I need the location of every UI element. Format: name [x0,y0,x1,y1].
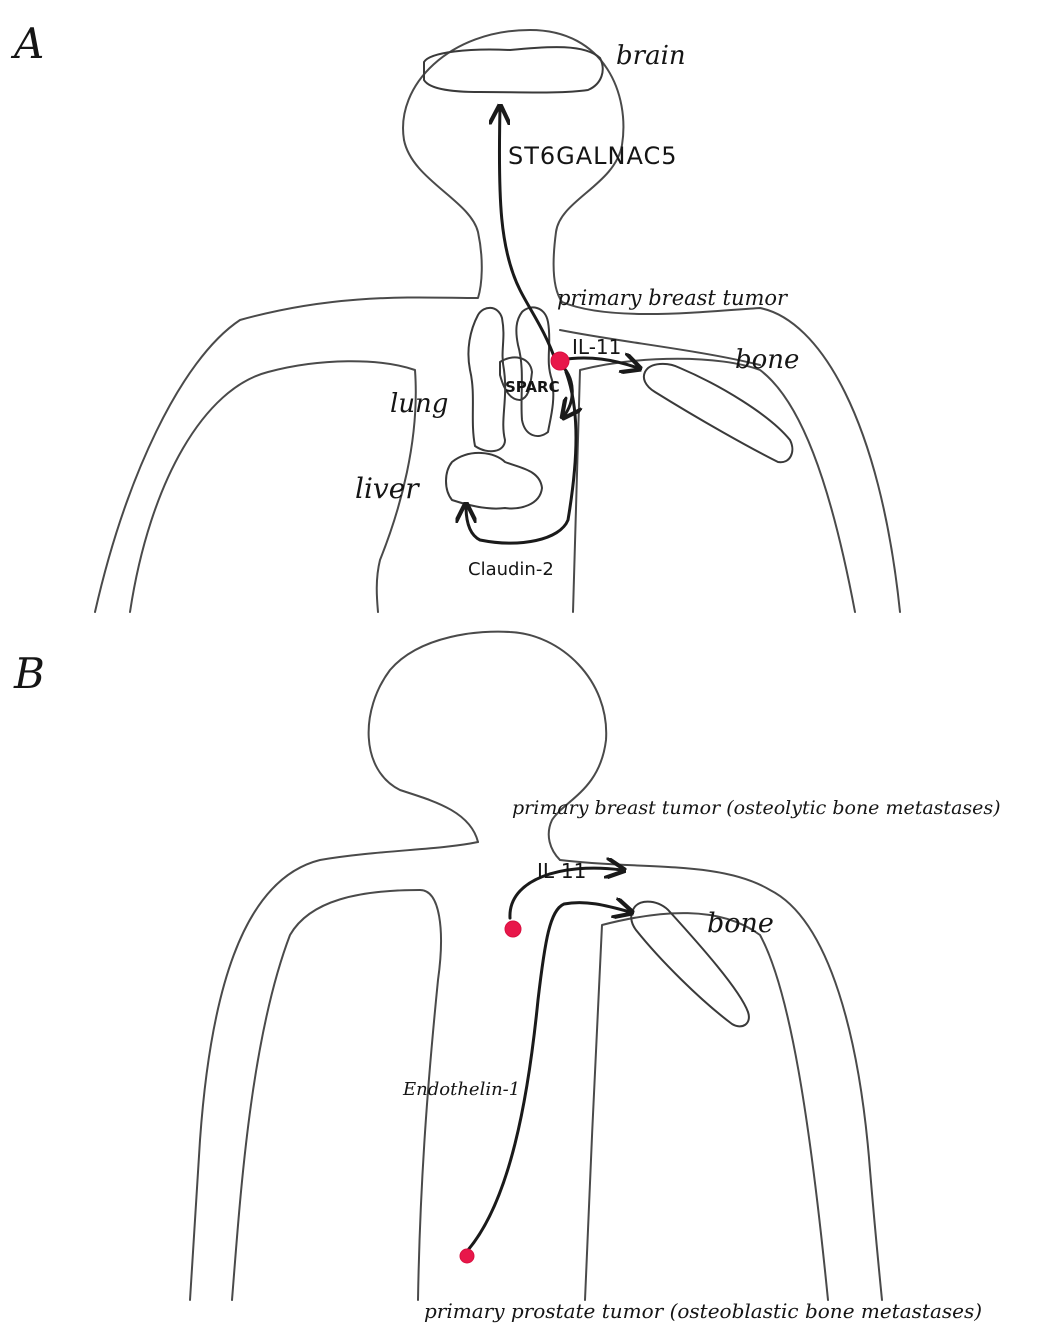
label-tumor-a: primary breast tumor [557,286,789,310]
breast-tumor-b [505,921,521,937]
lung-right-organ [516,307,553,436]
label-lung: lung [390,389,448,419]
body-outline-b [369,632,882,1300]
body-outline-a-left [95,140,482,612]
breast-tumor-a [551,352,569,370]
brain-organ [424,47,603,92]
lung-left-organ [468,308,505,451]
label-gene-lung: SPARC [505,378,560,396]
label-breast-tumor-b: primary breast tumor (osteolytic bone me… [512,797,1001,819]
label-gene-prostate: Endothelin-1 [402,1079,520,1100]
body-outline-b-left [190,842,478,1300]
right-arm-inner-b [585,913,828,1300]
right-arm-inner-a [573,359,855,612]
label-brain: brain [616,41,686,71]
label-bone-a: bone [735,345,799,375]
prostate-tumor-b [460,1249,474,1263]
label-prostate-tumor: primary prostate tumor (osteoblastic bon… [424,1299,982,1323]
label-gene-brain: ST6GALNAC5 [508,142,678,170]
label-bone-b: bone [707,908,774,939]
panel-b: B primary breast tumor (osteolytic bone … [13,632,1001,1323]
label-gene-bone-b: IL-11 [537,859,586,883]
panel-a-letter: A [10,19,44,68]
path-prostate-to-bone-b [468,903,630,1250]
body-outline-a [403,30,900,612]
label-gene-liver: Claudin-2 [468,559,554,580]
panel-a: A brain ST6GALNAC5 primary breast tumor … [10,19,900,612]
label-liver: liver [355,472,420,505]
panel-b-letter: B [13,649,45,698]
label-gene-bone-a: IL-11 [572,335,621,359]
liver-organ [446,453,542,509]
